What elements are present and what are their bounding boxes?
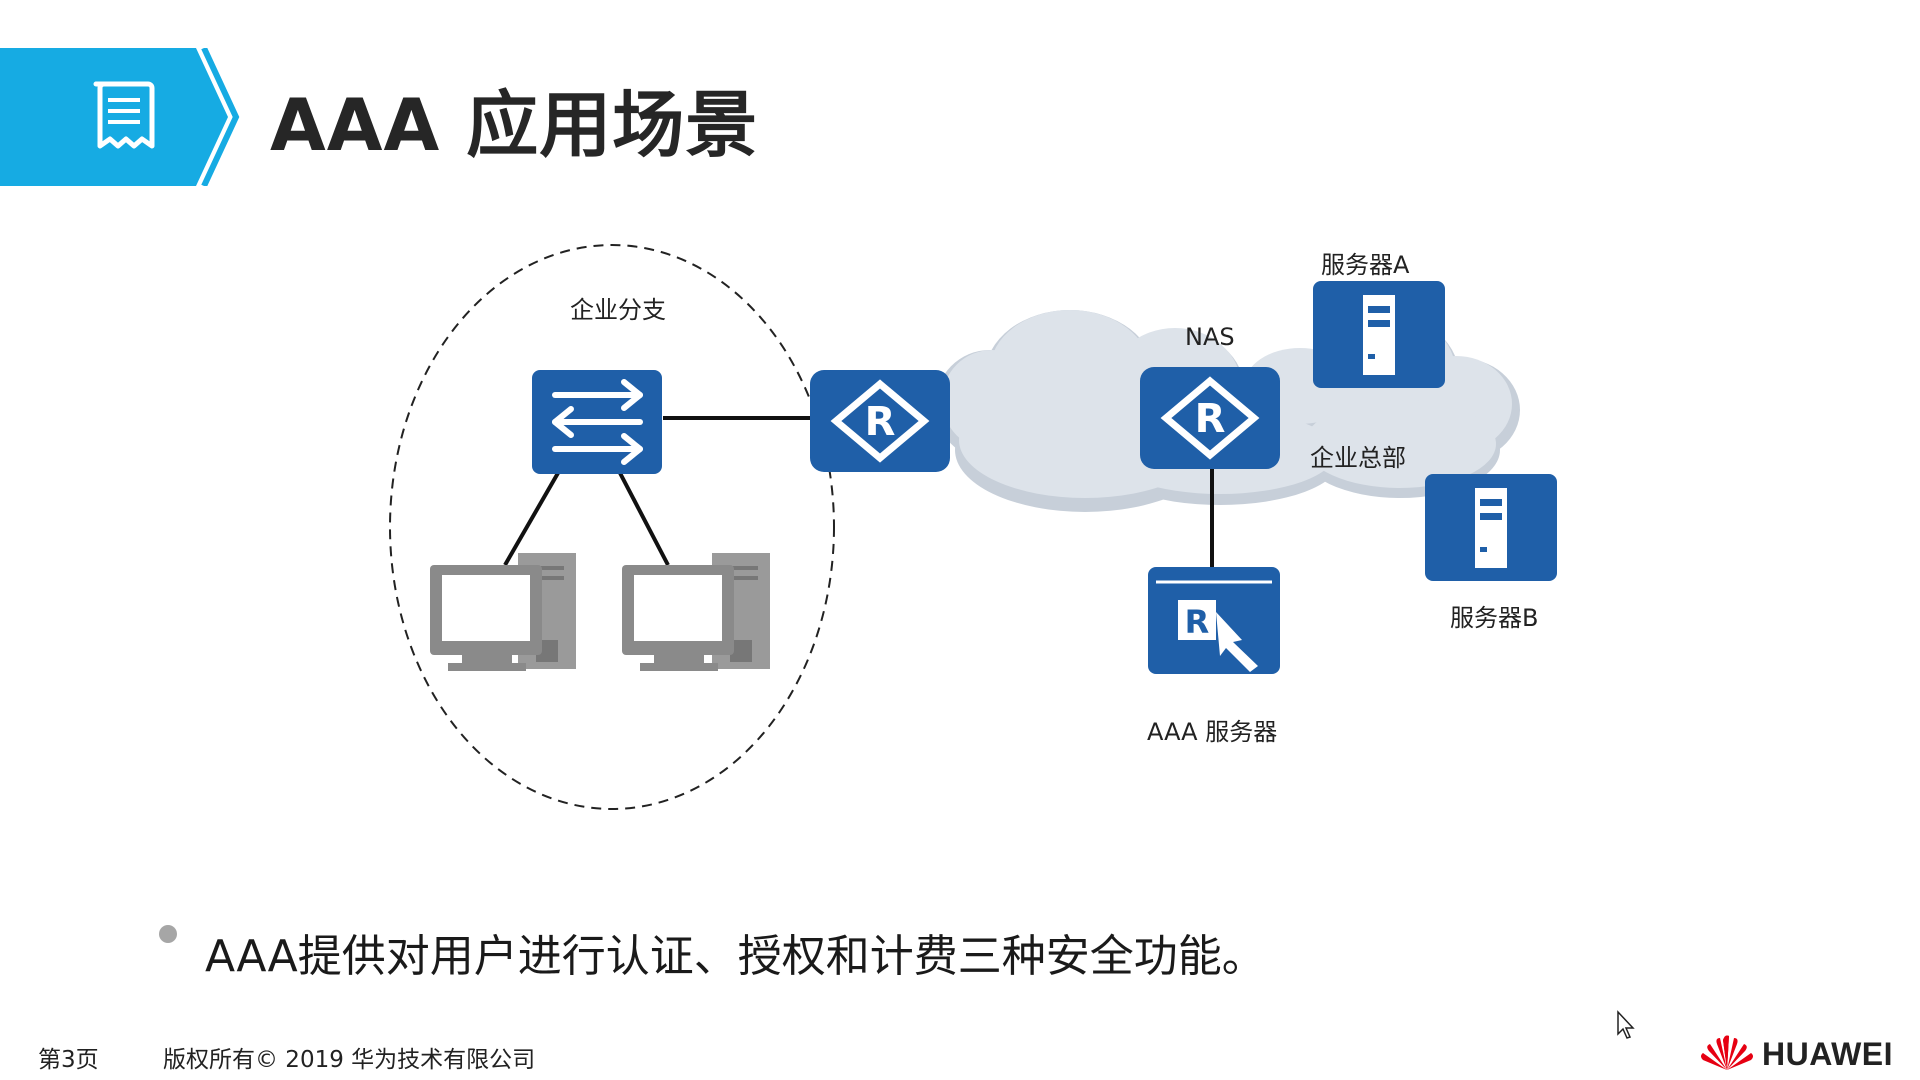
link-switch-pc1 xyxy=(503,472,560,566)
copyright: 版权所有© 2019 华为技术有限公司 xyxy=(163,1047,536,1073)
page-number: 第3页 xyxy=(38,1047,99,1073)
server-b-label: 服务器B xyxy=(1450,604,1539,632)
page-title: AAA 应用场景 xyxy=(270,83,759,167)
pc-icon xyxy=(622,553,770,671)
hq-label: 企业总部 xyxy=(1310,444,1406,472)
svg-text:R: R xyxy=(865,399,896,445)
svg-text:R: R xyxy=(1185,603,1210,641)
svg-text:R: R xyxy=(1195,396,1226,442)
bullet-dot xyxy=(159,925,177,943)
bullet-text: AAA提供对用户进行认证、授权和计费三种安全功能。 xyxy=(205,931,1266,982)
server-icon xyxy=(1313,281,1445,388)
server-a-label: 服务器A xyxy=(1321,251,1410,279)
server-icon xyxy=(1425,474,1557,581)
branch-label: 企业分支 xyxy=(570,296,666,324)
router-icon: R xyxy=(1140,367,1280,469)
document-list-icon xyxy=(93,81,155,149)
branch-boundary xyxy=(389,244,835,810)
aaa-server-label: AAA 服务器 xyxy=(1147,718,1278,746)
mouse-cursor-icon xyxy=(1617,1010,1635,1039)
switch-icon xyxy=(532,370,662,474)
brand-name: HUAWEI xyxy=(1762,1036,1893,1072)
huawei-logo-icon xyxy=(1701,1035,1753,1070)
aaa-server-icon: R xyxy=(1148,567,1280,674)
title-banner xyxy=(0,48,240,186)
nas-label: NAS xyxy=(1185,323,1235,351)
router-icon: R xyxy=(810,370,950,472)
pc-icon xyxy=(430,553,576,671)
link-switch-pc2 xyxy=(618,472,670,566)
